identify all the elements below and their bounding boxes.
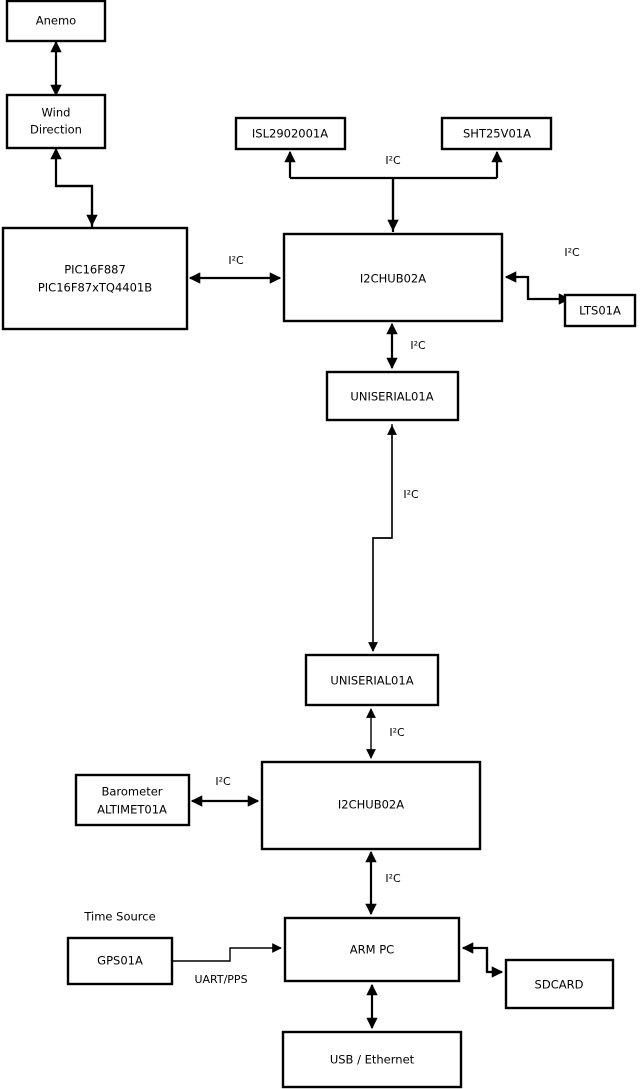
node-i2chub02a-bottom-label: I2CHUB02A	[338, 798, 404, 812]
node-uniserial01a-top-label: UNISERIAL01A	[350, 390, 433, 404]
node-arm-pc-label: ARM PC	[350, 943, 394, 957]
node-uniserial01a-bottom-box[interactable]	[304, 653, 440, 707]
label-time-source: Time Source	[83, 910, 155, 924]
node-usb-ethernet-label: USB / Ethernet	[330, 1053, 415, 1067]
node-sht25v01a[interactable]: SHT25V01A	[440, 116, 553, 151]
connector-armpc-sdcard	[485, 948, 504, 978]
edge-label-uniserialbot-hubbot: I²C	[389, 726, 405, 739]
node-pic-mcu-box[interactable]	[1, 226, 189, 331]
node-isl2902001a-box[interactable]	[234, 116, 347, 151]
node-sdcard-box[interactable]	[504, 958, 615, 1010]
node-i2chub02a-top[interactable]: I2CHUB02A	[282, 232, 504, 323]
connector-gps-armpc	[172, 943, 282, 962]
node-uniserial01a-top[interactable]: UNISERIAL01A	[325, 370, 460, 422]
node-anemo-label: Anemo	[36, 14, 76, 28]
node-lts01a-box[interactable]	[563, 293, 637, 328]
node-isl2902001a-label: ISL2902001A	[252, 127, 328, 141]
node-sdcard-label: SDCARD	[535, 978, 584, 992]
node-uniserial01a-top-box[interactable]	[325, 370, 460, 422]
node-barometer[interactable]: Barometer ALTIMET01A	[74, 773, 191, 827]
node-sht25v01a-label: SHT25V01A	[463, 127, 531, 141]
node-wind-direction-box[interactable]	[5, 93, 107, 150]
node-barometer-label-line2: ALTIMET01A	[97, 803, 167, 817]
node-wind-direction-label-line2: Direction	[30, 123, 82, 137]
edge-label-hubbot-armpc: I²C	[385, 872, 401, 885]
node-gps01a-box[interactable]	[66, 936, 174, 986]
connector-sdcard-armpc	[461, 942, 489, 972]
node-anemo-box[interactable]	[5, 0, 107, 43]
edge-label-barometer-hubbot: I²C	[215, 775, 231, 788]
node-i2chub02a-top-label: I2CHUB02A	[360, 272, 426, 286]
node-gps01a-label: GPS01A	[97, 954, 143, 968]
node-i2chub02a-bottom[interactable]: I2CHUB02A	[260, 760, 482, 851]
node-pic-mcu-label-line1: PIC16F887	[64, 263, 126, 277]
node-lts01a[interactable]: LTS01A	[563, 293, 637, 328]
node-arm-pc-box[interactable]	[283, 916, 461, 983]
connector-lts-hubtop	[504, 271, 530, 299]
node-anemo[interactable]: Anemo	[5, 0, 107, 43]
node-uniserial01a-bottom[interactable]: UNISERIAL01A	[304, 653, 440, 707]
node-i2chub02a-bottom-box[interactable]	[260, 760, 482, 851]
node-usb-ethernet[interactable]: USB / Ethernet	[281, 1030, 463, 1089]
node-barometer-box[interactable]	[74, 773, 191, 827]
node-pic-mcu-label-line2: PIC16F87xTQ4401B	[38, 281, 152, 295]
connector-pic-wind	[50, 147, 94, 227]
node-uniserial01a-bottom-label: UNISERIAL01A	[330, 674, 413, 688]
node-pic-mcu[interactable]: PIC16F887 PIC16F87xTQ4401B	[1, 226, 189, 331]
edge-label-pic-hubtop: I²C	[228, 254, 244, 267]
edge-label-uniserial-link: I²C	[403, 488, 419, 501]
edge-label-sensor-bus: I²C	[385, 154, 401, 167]
node-sdcard[interactable]: SDCARD	[504, 958, 615, 1010]
connector-uniserial-up	[372, 425, 397, 651]
connector-hubtop-lts	[526, 277, 571, 305]
node-barometer-label-line1: Barometer	[101, 785, 162, 799]
node-arm-pc[interactable]: ARM PC	[283, 916, 461, 983]
node-isl2902001a[interactable]: ISL2902001A	[234, 116, 347, 151]
node-usb-ethernet-box[interactable]	[281, 1030, 463, 1089]
node-wind-direction-label-line1: Wind	[42, 106, 71, 120]
edge-label-hubtop-uniserialtop: I²C	[410, 339, 426, 352]
node-sht25v01a-box[interactable]	[440, 116, 553, 151]
edge-label-hubtop-lts: I²C	[564, 246, 580, 259]
node-lts01a-label: LTS01A	[579, 304, 621, 318]
connector-wind-pic	[56, 184, 98, 227]
node-wind-direction[interactable]: Wind Direction	[5, 93, 107, 150]
node-i2chub02a-top-box[interactable]	[282, 232, 504, 323]
edge-label-gps-armpc: UART/PPS	[194, 973, 247, 986]
node-gps01a[interactable]: GPS01A	[66, 936, 174, 986]
